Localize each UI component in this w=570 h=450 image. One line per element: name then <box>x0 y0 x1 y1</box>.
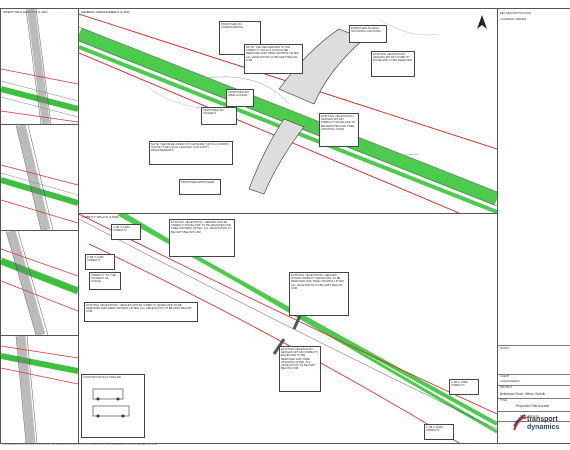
title-block: REV DESCRIPTION DATE A GENERAL AMENDS NO… <box>497 8 570 444</box>
note-vegetation-v2: EXISTING VEGETATION / HEDGES WITHIN VISI… <box>169 219 235 257</box>
revision-a: A GENERAL AMENDS <box>500 18 527 21</box>
project-name: Belterlane Road, Hilmer, Suffolk <box>500 392 546 396</box>
tb-divider-3 <box>498 385 570 386</box>
footer-copyright: THIS DRAWING IS COPYRIGHT AND MUST NOT B… <box>2 443 158 446</box>
note-visibility-9: 2.4M X 120M VISIBILITY <box>424 424 454 440</box>
note-developer: NOTE: THE DEVELOPER IS TO ENSURE THAT AL… <box>149 141 233 165</box>
north-arrow-icon <box>477 15 487 29</box>
swept-path-panel-4 <box>0 335 79 444</box>
legend-box: CONSTRUCTION & TRAILER <box>81 374 145 438</box>
visibility-splays-title: VISIBILITY SPLAYS (1:500) <box>81 215 119 219</box>
tb-divider-5 <box>498 411 570 412</box>
logo-text-transport: transport <box>527 416 558 423</box>
note-vegetation-removed-1: EXISTING VEGETATION / HEDGES WITHIN VISI… <box>371 51 415 77</box>
note-drop-kerb: PROPOSED DROP KERB <box>179 179 221 195</box>
swept-path-drawing-2 <box>1 125 78 230</box>
tb-divider-1 <box>498 345 570 346</box>
revision-header: REV DESCRIPTION DATE <box>500 12 532 15</box>
legend-title: CONSTRUCTION & TRAILER <box>83 375 121 379</box>
note-proposed-tangent: PROPOSED 2M TANGENT <box>201 107 237 125</box>
swept-path-panel-1: SWEPT PATH ANALYSIS (1:400) <box>0 8 79 125</box>
swept-path-panel-2 <box>0 124 79 231</box>
swept-path-drawing-1 <box>1 9 78 124</box>
transport-dynamics-logo: transport dynamics <box>513 414 568 436</box>
swept-path-title: SWEPT PATH ANALYSIS (1:400) <box>3 10 48 14</box>
tb-divider-6 <box>498 421 570 422</box>
note-proposed-hardstanding: PROPOSED 2M HARDSTANDING <box>219 21 261 55</box>
swept-path-drawing-3 <box>1 231 78 335</box>
logo-mark-icon <box>513 414 527 431</box>
note-vegetation-removed-2: EXISTING VEGETATION / HEDGES WITHIN VISI… <box>319 113 359 147</box>
note-vegetation-v8: EXISTING VEGETATION / HEDGES WITHIN VISI… <box>279 346 321 392</box>
general-arrangement-title: GENERAL ARRANGEMENT (1:250) <box>81 10 130 14</box>
note-visibility-7: 2.4M X 120M VISIBILITY <box>449 379 479 395</box>
tb-divider-4 <box>498 398 570 399</box>
note-visibility-3: 2.4M X 120M VISIBILITY <box>85 254 115 270</box>
general-arrangement-drawing <box>79 13 497 213</box>
note-vegetation-v6: EXISTING VEGETATION / HEDGES WITHIN VISI… <box>84 302 198 322</box>
note-proposed-access-radii: PROPOSED ACCESS INCLUDING 10M RADII <box>349 25 387 43</box>
project-label: PROJECT <box>500 386 513 389</box>
client-label: CLIENT <box>500 375 510 378</box>
logo-text-dynamics: dynamics <box>527 424 560 431</box>
title-label: TITLE <box>500 399 508 402</box>
general-arrangement-panel: GENERAL ARRANGEMENT (1:250) PROPOSED 2M … <box>78 8 498 214</box>
tb-divider-2 <box>498 374 570 375</box>
notes-title: NOTES <box>500 347 509 350</box>
note-vegetation-v5: EXISTING VEGETATION / HEDGES WITHIN VISI… <box>289 272 349 316</box>
note-visibility-tangent: VISIBILITY TO THE TANGENT OF CURVE <box>89 272 121 290</box>
drawing-number: TP-10-0001-001 <box>520 415 539 418</box>
drawing-title: Proposed Site Access <box>516 404 549 408</box>
swept-path-panel-3 <box>0 230 79 336</box>
note-hedgerows: NOTE: THE HEDGEROWS IN THE VISIBILITY SP… <box>244 44 303 74</box>
client-name: CLEAN ENERGY <box>500 380 521 383</box>
legend-vehicle-diagram <box>92 388 130 418</box>
note-visibility-1: 2.4M X 120M VISIBILITY <box>111 224 141 240</box>
swept-path-drawing-4 <box>1 336 78 443</box>
visibility-splays-panel: VISIBILITY SPLAYS (1:500) 2.4M X 120M VI… <box>78 213 498 444</box>
note-proposed-wide-access: PROPOSED 5M WIDE ACCESS <box>226 89 254 107</box>
